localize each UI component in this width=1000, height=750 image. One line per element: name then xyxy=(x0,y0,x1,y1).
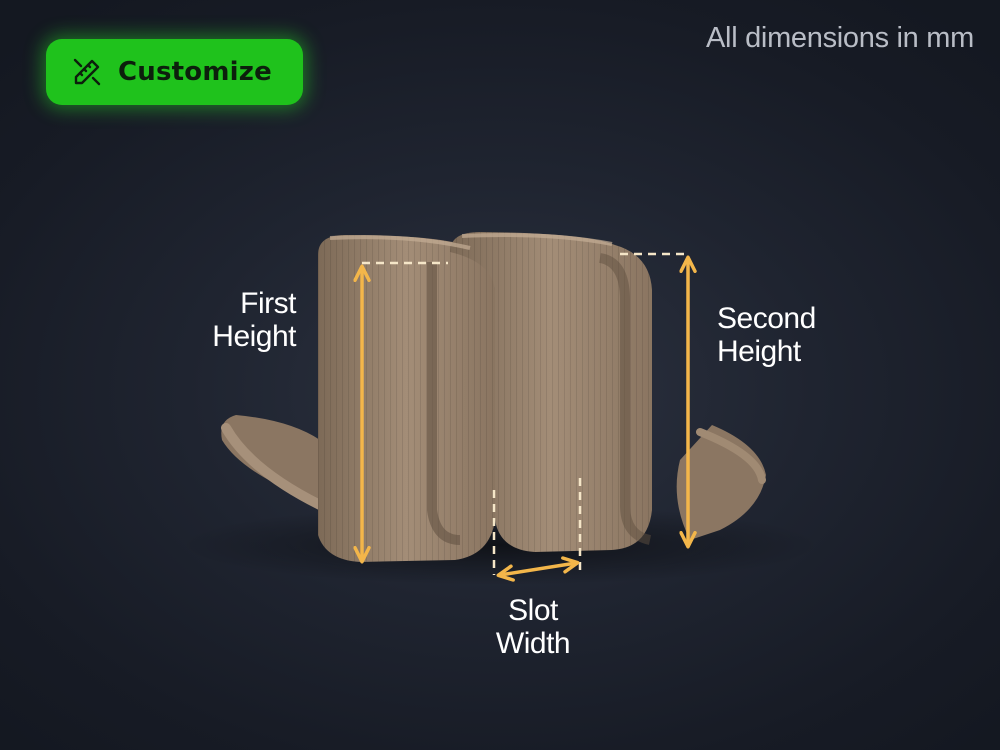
slot-width-line1: Slot xyxy=(508,594,558,627)
second-height-label: Second Height xyxy=(717,302,816,368)
pencil-ruler-icon xyxy=(70,55,104,89)
first-height-line1: First xyxy=(240,287,296,320)
first-height-line2: Height xyxy=(212,320,296,353)
second-height-line1: Second xyxy=(717,302,816,335)
slot-width-label: Slot Width xyxy=(491,594,575,660)
slot-width-line2: Width xyxy=(495,627,571,660)
customize-label: Customize xyxy=(118,57,272,87)
second-height-line2: Height xyxy=(717,335,801,368)
dimension-guides xyxy=(362,252,688,575)
dimension-arrows xyxy=(353,255,697,582)
first-height-label: First Height xyxy=(206,287,296,353)
stand-object xyxy=(221,232,766,562)
units-note: All dimensions in mm xyxy=(706,22,974,54)
slot-width-arrow xyxy=(496,556,580,582)
customize-button[interactable]: Customize xyxy=(46,39,303,105)
